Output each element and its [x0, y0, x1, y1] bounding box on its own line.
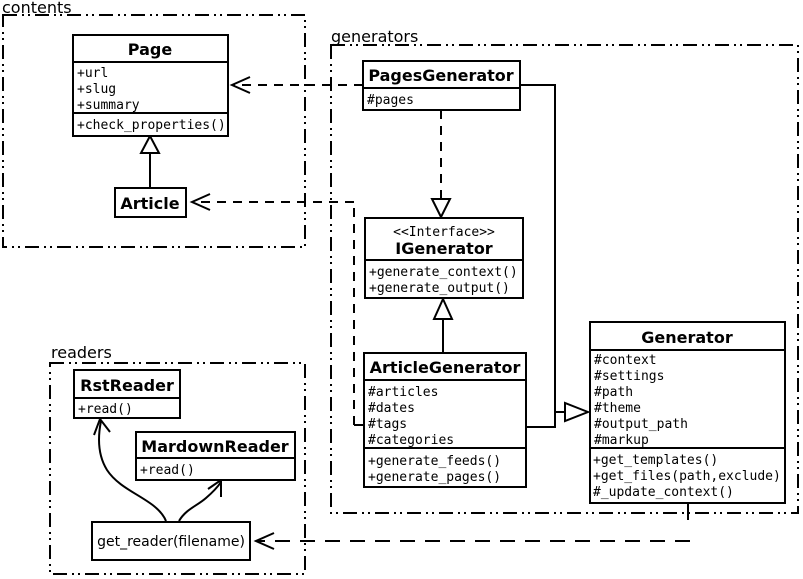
attribute: #tags	[368, 417, 407, 432]
method: +get_files(path,exclude)	[593, 469, 781, 484]
package-generators-border	[330, 44, 799, 514]
class-article-title: Article	[120, 194, 179, 213]
package-generators-label: generators	[331, 27, 418, 46]
class-igenerator-stereotype: <<Interface>>	[393, 225, 495, 240]
arrow-getreader-to-markdownreader	[178, 478, 222, 522]
class-generator: Generator #context #settings #path #them…	[589, 321, 786, 504]
generalization-articlegenerator-to-igenerator	[432, 296, 454, 353]
dependency-articlegenerator-to-article	[189, 193, 364, 426]
class-pagesgenerator-title: PagesGenerator	[368, 66, 513, 85]
function-get-reader: get_reader(filename)	[91, 521, 251, 561]
dependency-generator-to-getreader	[253, 503, 690, 550]
class-pagesgenerator: PagesGenerator #pages	[362, 60, 521, 111]
attribute: +summary	[77, 98, 140, 113]
attribute: +url	[77, 66, 108, 81]
package-contents-border	[2, 14, 306, 248]
package-contents-label: contents	[2, 0, 72, 17]
attribute: #context	[594, 353, 657, 368]
class-page: Page +url +slug +summary +check_properti…	[72, 34, 229, 137]
method: +check_properties()	[77, 118, 226, 133]
class-page-title: Page	[128, 40, 173, 59]
class-rstreader: RstReader +read()	[73, 369, 181, 419]
class-rstreader-title: RstReader	[80, 376, 174, 395]
method: +generate_feeds()	[368, 454, 501, 469]
class-articlegenerator: ArticleGenerator #articles #dates #tags …	[363, 352, 527, 488]
attribute: #pages	[367, 93, 414, 108]
attribute: #settings	[594, 369, 664, 384]
attribute: #categories	[368, 433, 454, 448]
method: +get_templates()	[593, 453, 718, 468]
method: +generate_context()	[369, 265, 518, 280]
attribute: #markup	[594, 433, 649, 448]
attribute: #path	[594, 385, 633, 400]
class-markdownreader: MardownReader +read()	[135, 431, 296, 481]
method: +generate_pages()	[368, 470, 501, 485]
class-articlegenerator-title: ArticleGenerator	[370, 358, 521, 377]
class-article: Article	[114, 187, 187, 218]
attribute: #dates	[368, 401, 415, 416]
attribute: +slug	[77, 82, 116, 97]
method: +generate_output()	[369, 281, 510, 296]
method: +read()	[140, 463, 195, 478]
package-readers-label: readers	[51, 343, 112, 362]
function-get-reader-label: get_reader(filename)	[97, 534, 245, 550]
attribute: #theme	[594, 401, 641, 416]
class-igenerator: <<Interface>> IGenerator +generate_conte…	[364, 217, 524, 299]
dependency-pagesgenerator-to-page	[229, 76, 363, 94]
generalization-generators-to-generator	[520, 84, 591, 428]
method: +read()	[78, 402, 133, 417]
class-markdownreader-title: MardownReader	[141, 437, 289, 456]
generalization-article-to-page	[139, 133, 161, 188]
realization-pagesgenerator-to-igenerator	[430, 110, 452, 220]
attribute: #articles	[368, 385, 438, 400]
package-readers-border	[49, 362, 306, 575]
attribute: #output_path	[594, 417, 688, 432]
class-generator-title: Generator	[641, 328, 733, 347]
method: #_update_context()	[593, 485, 734, 500]
class-igenerator-title: IGenerator	[395, 239, 493, 258]
